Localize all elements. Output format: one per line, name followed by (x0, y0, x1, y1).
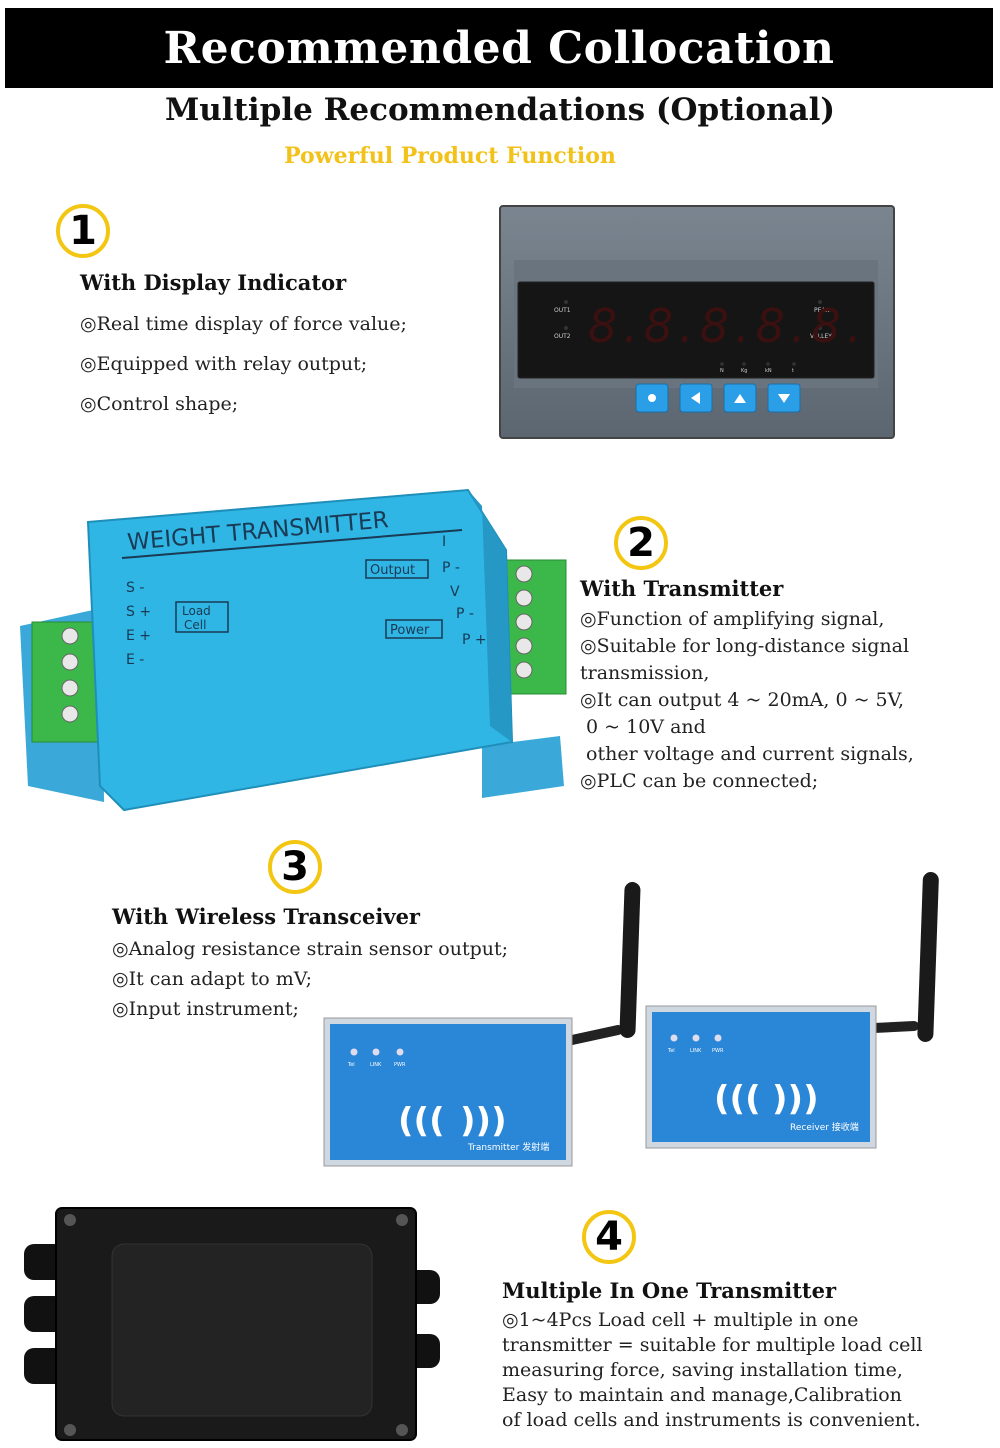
indicator-out1-label: OUT1 (554, 307, 571, 314)
section-4-lines: ◎1~4Pcs Load cell + multiple in one tran… (502, 1308, 923, 1433)
section-2-line: ◎Suitable for long-distance signal (580, 635, 910, 657)
indicator-unit-kn: kN (765, 368, 772, 374)
cable-gland-left-2 (24, 1296, 64, 1332)
section-4-number: 4 (582, 1210, 636, 1264)
cable-gland-left-1 (24, 1244, 64, 1280)
terminal-label-e-minus: E - (126, 652, 144, 668)
section-2-heading: With Transmitter (580, 576, 784, 601)
section-2-line: transmission, (580, 662, 710, 684)
power-terminal-p-plus: P + (462, 632, 487, 648)
display-indicator-image: OUT1 OUT2 PEAK VALLEY 8.8.8.8.8. N Kg kN… (499, 205, 895, 439)
transmitter-signal-left-icon: ((( (398, 1101, 445, 1141)
receiver-led-pwr: PWR (712, 1048, 724, 1054)
section-2-line: ◎Function of amplifying signal, (580, 608, 885, 630)
transmitter-led-tel: Tel (347, 1062, 355, 1068)
receiver-signal-right-icon: ))) (772, 1079, 819, 1119)
power-terminal-p-minus: P - (456, 606, 474, 622)
load-cell-label-line2: Cell (184, 618, 206, 632)
banner-title: Recommended Collocation (163, 22, 835, 74)
section-1-line: ◎Equipped with relay output; (80, 353, 368, 375)
section-4-line: Easy to maintain and manage,Calibration (502, 1384, 902, 1406)
output-label: Output (370, 563, 415, 578)
indicator-display-digits: 8.8.8.8.8. (588, 299, 867, 353)
page-subtitle: Multiple Recommendations (Optional) (164, 92, 836, 128)
junction-box-image (24, 1207, 440, 1441)
indicator-down-button[interactable] (767, 383, 801, 413)
cable-gland-left-3 (24, 1348, 64, 1384)
section-1-line: ◎Real time display of force value; (80, 313, 407, 335)
section-2-line: ◎PLC can be connected; (580, 770, 819, 792)
section-4-line: ◎1~4Pcs Load cell + multiple in one (502, 1309, 859, 1331)
section-3-line: ◎It can adapt to mV; (112, 968, 313, 990)
weight-transmitter-image: WEIGHT TRANSMITTER S - S + E + E - Load … (20, 488, 567, 812)
indicator-unit-t: t (792, 368, 794, 374)
section-2-line: 0 ~ 10V and (580, 716, 706, 738)
section-2-line: other voltage and current signals, (580, 743, 914, 765)
indicator-up-button[interactable] (723, 383, 757, 413)
section-1-line: ◎Control shape; (80, 393, 239, 415)
transmitter-led-pwr: PWR (394, 1062, 406, 1068)
terminal-label-s-plus: S + (126, 604, 151, 620)
power-label: Power (390, 623, 430, 638)
wireless-transceiver-image: Tel LINK PWR ((( ))) Transmitter 发射端 Tel… (323, 872, 939, 1167)
section-1-lines: ◎Real time display of force value; ◎Equi… (80, 304, 407, 424)
receiver-led-tel: Tel (667, 1048, 675, 1054)
section-2-lines: ◎Function of amplifying signal, ◎Suitabl… (580, 606, 914, 795)
section-3-heading: With Wireless Transceiver (112, 904, 420, 929)
terminal-label-s-minus: S - (126, 580, 144, 596)
output-terminal-v: V (450, 584, 460, 600)
output-terminal-p-minus: P - (442, 560, 460, 576)
receiver-led-link: LINK (690, 1048, 702, 1054)
indicator-valley-label: VALLEY (810, 333, 832, 340)
wireless-receiver-unit: Tel LINK PWR ((( ))) Receiver 接收端 (645, 1005, 877, 1149)
page-banner: Recommended Collocation (5, 8, 993, 88)
section-2-line: ◎It can output 4 ~ 20mA, 0 ~ 5V, (580, 689, 905, 711)
section-4-line: transmitter = suitable for multiple load… (502, 1334, 923, 1356)
terminal-label-e-plus: E + (126, 628, 151, 644)
section-1-number: 1 (56, 204, 110, 258)
section-4-heading: Multiple In One Transmitter (502, 1278, 837, 1303)
transmitter-led-link: LINK (370, 1062, 382, 1068)
indicator-peak-label: PEAK (814, 307, 831, 314)
section-3-line: ◎Analog resistance strain sensor output; (112, 938, 509, 960)
section-3-line: ◎Input instrument; (112, 998, 299, 1020)
wireless-transmitter-unit: Tel LINK PWR ((( ))) Transmitter 发射端 (323, 1017, 573, 1167)
section-4-line: measuring force, saving installation tim… (502, 1359, 903, 1381)
section-2-number: 2 (614, 516, 668, 570)
indicator-set-button[interactable] (635, 383, 669, 413)
tagline: Powerful Product Function (284, 143, 616, 169)
receiver-signal-left-icon: ((( (714, 1079, 761, 1119)
load-cell-label-line1: Load (182, 604, 211, 618)
transmitter-signal-right-icon: ))) (460, 1101, 507, 1141)
section-4-line: of load cells and instruments is conveni… (502, 1409, 921, 1431)
section-1-heading: With Display Indicator (80, 270, 347, 295)
indicator-left-button[interactable] (679, 383, 713, 413)
indicator-out2-label: OUT2 (554, 333, 571, 340)
section-3-number: 3 (268, 840, 322, 894)
indicator-unit-kg: Kg (741, 368, 747, 374)
output-terminal-i: I (442, 534, 446, 550)
section-3-lines: ◎Analog resistance strain sensor output;… (112, 934, 508, 1024)
wireless-receiver-label: Receiver 接收端 (790, 1121, 859, 1133)
wireless-transmitter-label: Transmitter 发射端 (467, 1141, 549, 1153)
indicator-unit-n: N (720, 368, 724, 374)
